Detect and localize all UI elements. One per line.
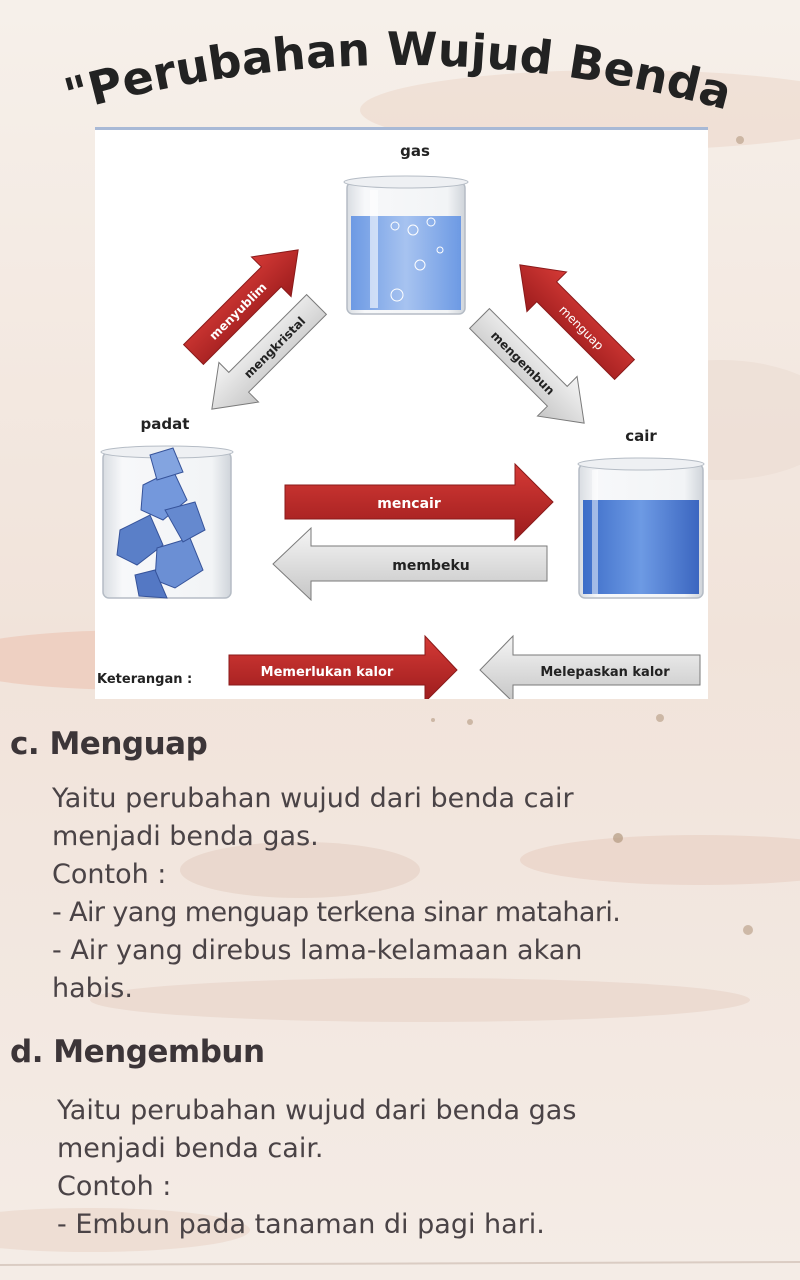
arrow-freeze: membeku (272, 526, 548, 602)
arrow-label-deposit: mengkristal (241, 314, 308, 381)
body-line: - Embun pada tanaman di pagi hari. (57, 1209, 545, 1240)
arrow-label-melt: mencair (377, 496, 441, 512)
arrow-sublimate: menyublim (182, 249, 299, 366)
section-heading-menguap: c. Menguap (10, 726, 208, 762)
arrow-deposit: mengkristal (211, 293, 328, 410)
state-label-gas: gas (400, 142, 430, 160)
body-line: - Air yang menguap terkena sinar matahar… (52, 897, 621, 928)
section-body-mengembun: Yaitu perubahan wujud dari benda gas men… (57, 1092, 576, 1244)
body-line: Yaitu perubahan wujud dari benda gas (57, 1095, 577, 1126)
arrow-label-freeze: membeku (392, 558, 469, 574)
body-line: Contoh : (57, 1171, 172, 1202)
body-line: habis. (52, 973, 133, 1004)
state-label-liquid: cair (625, 427, 657, 445)
arrow-label-condense: mengembun (488, 328, 557, 397)
body-line: - Air yang direbus lama-kelamaan akan (52, 935, 583, 966)
body-line: Contoh : (52, 859, 167, 890)
state-change-diagram: gas padat cair menyublim (95, 127, 708, 699)
legend-requires-heat-text: Memerlukan kalor (261, 665, 394, 680)
solid-beaker (100, 445, 234, 599)
legend-label: Keterangan : (97, 672, 192, 687)
body-line: menjadi benda cair. (57, 1133, 324, 1164)
legend-releases-heat-text: Melepaskan kalor (540, 665, 670, 680)
body-line: menjadi benda gas. (52, 821, 319, 852)
section-heading-mengembun: d. Mengembun (10, 1034, 265, 1070)
legend-releases-heat: Melepaskan kalor (479, 634, 701, 699)
state-label-solid: padat (141, 415, 190, 433)
arrow-label-sublimate: menyublim (207, 280, 270, 343)
arrow-melt: mencair (284, 462, 554, 542)
liquid-beaker (577, 457, 705, 599)
page-title: "Perubahan Wujud Benda" (0, 0, 737, 123)
section-body-menguap: Yaitu perubahan wujud dari benda cair me… (52, 780, 621, 1008)
gas-beaker (343, 175, 469, 315)
legend-requires-heat: Memerlukan kalor (228, 634, 458, 699)
body-line: Yaitu perubahan wujud dari benda cair (52, 783, 574, 814)
page-title-text: "Perubahan Wujud Benda" (0, 0, 737, 123)
